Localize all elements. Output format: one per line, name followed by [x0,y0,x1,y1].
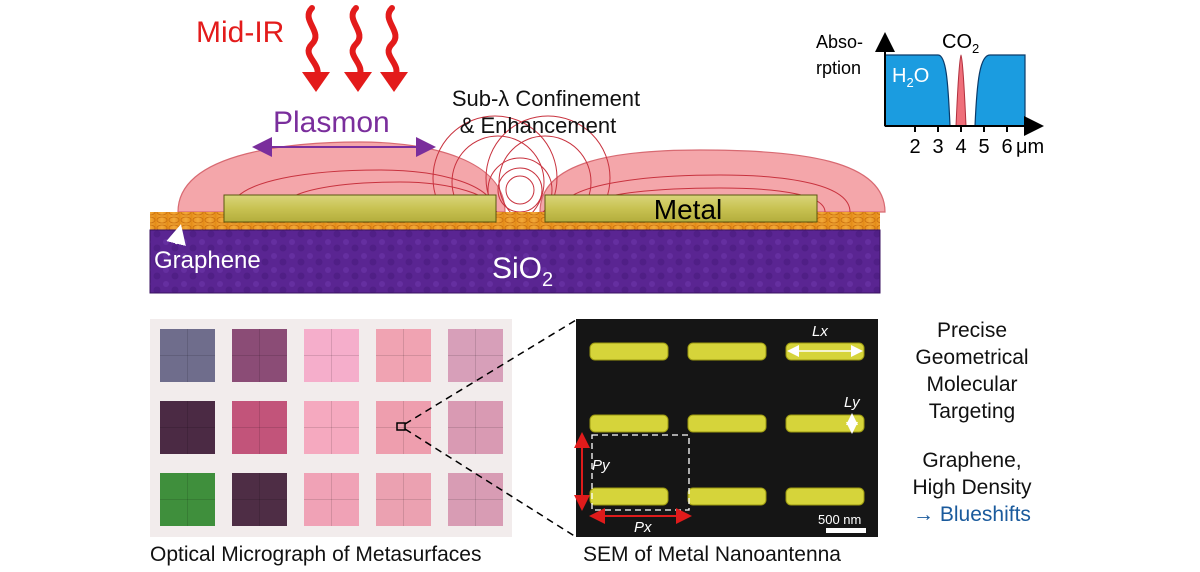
metasurface-tile [304,401,359,454]
nanoantenna [687,487,767,506]
lx-label: Lx [812,323,828,340]
metasurface-tile [304,329,359,382]
sem-image: Lx Ly Py Px 500 nm SEM of Metal Nanoante… [574,319,878,566]
metal-bar-right [544,194,818,223]
tick-label-2: 2 [909,136,920,158]
nanoantenna [785,487,865,506]
note-line-7: → Blueshifts [913,503,1031,526]
metasurface-tile [232,473,287,526]
zoom-line-bottom [404,428,577,538]
metasurface-tile [160,401,215,454]
metal-bar-left [223,194,497,223]
metasurface-tile [304,473,359,526]
field-lines [229,115,851,241]
metasurface-tile [376,473,431,526]
graphene-pointer-arrow [166,224,186,246]
note-line-3: Molecular [926,373,1017,396]
tick-label-4: 4 [955,136,966,158]
tick-label-6: 6 [1001,136,1012,158]
mid-ir-arrowheads [302,72,408,92]
co2-label: CO2 [942,31,979,56]
notes: Precise Geometrical Molecular Targeting … [912,319,1032,526]
y-label-line1: Abso- [816,32,863,52]
note-line-2: Geometrical [915,346,1028,369]
py-label: Py [592,457,611,474]
nanoantenna [589,414,669,433]
mid-ir-arrows [305,5,400,81]
note-line-5: Graphene, [922,449,1021,472]
metasurface-tile [448,473,503,526]
nanoantenna [589,342,669,361]
metasurface-tile [232,329,287,382]
note-line-1: Precise [937,319,1007,342]
scale-bar-label: 500 nm [818,512,861,527]
tick-label-3: 3 [932,136,943,158]
metasurface-tile [232,401,287,454]
metasurface-tile [376,329,431,382]
mid-ir-label: Mid-IR [196,16,284,49]
metal-label: Metal [654,194,722,225]
sio2-label: SiO2 [492,252,553,291]
metasurface-tile [376,401,431,454]
optical-micrograph: Optical Micrograph of Metasurfaces [150,319,512,566]
y-label-line2: rption [816,58,861,78]
absorption-plot: 2 3 4 5 6 μm Abso- rption H2O CO2 [816,31,1044,158]
note-line-6: High Density [912,476,1032,499]
water-absorption-band-left [884,54,951,127]
metasurface-tile [448,329,503,382]
nanoantenna [589,487,669,506]
ly-label: Ly [844,394,861,411]
scale-bar [826,528,866,533]
nanoantenna [687,414,767,433]
metasurface-tile [448,401,503,454]
px-label: Px [634,519,652,536]
confinement-label-line1: Sub-λ Confinement [452,86,640,111]
sem-caption: SEM of Metal Nanoantenna [583,543,841,566]
zoom-region-marker [396,422,406,431]
x-unit-label: μm [1016,136,1044,158]
micrograph-caption: Optical Micrograph of Metasurfaces [150,543,481,566]
plasmon-label: Plasmon [273,106,390,139]
nanoantenna [687,342,767,361]
tick-label-5: 5 [978,136,989,158]
note-line-4: Targeting [929,400,1015,423]
co2-absorption-peak [955,54,967,127]
micrograph-tiles [160,329,503,526]
nanoantenna [785,414,865,433]
device-illustration: Mid-IR Plasmon Sub-λ Confinement & Enhan… [149,5,886,294]
metasurface-tile [160,473,215,526]
zoom-line-top [404,319,577,425]
confinement-label-line2: & Enhancement [460,113,617,138]
sio2-substrate [149,229,881,294]
metasurface-tile [160,329,215,382]
h2o-label: H2O [892,65,929,90]
water-absorption-band-right [974,54,1026,127]
x-ticks [914,126,1008,132]
graphene-label: Graphene [154,247,261,274]
